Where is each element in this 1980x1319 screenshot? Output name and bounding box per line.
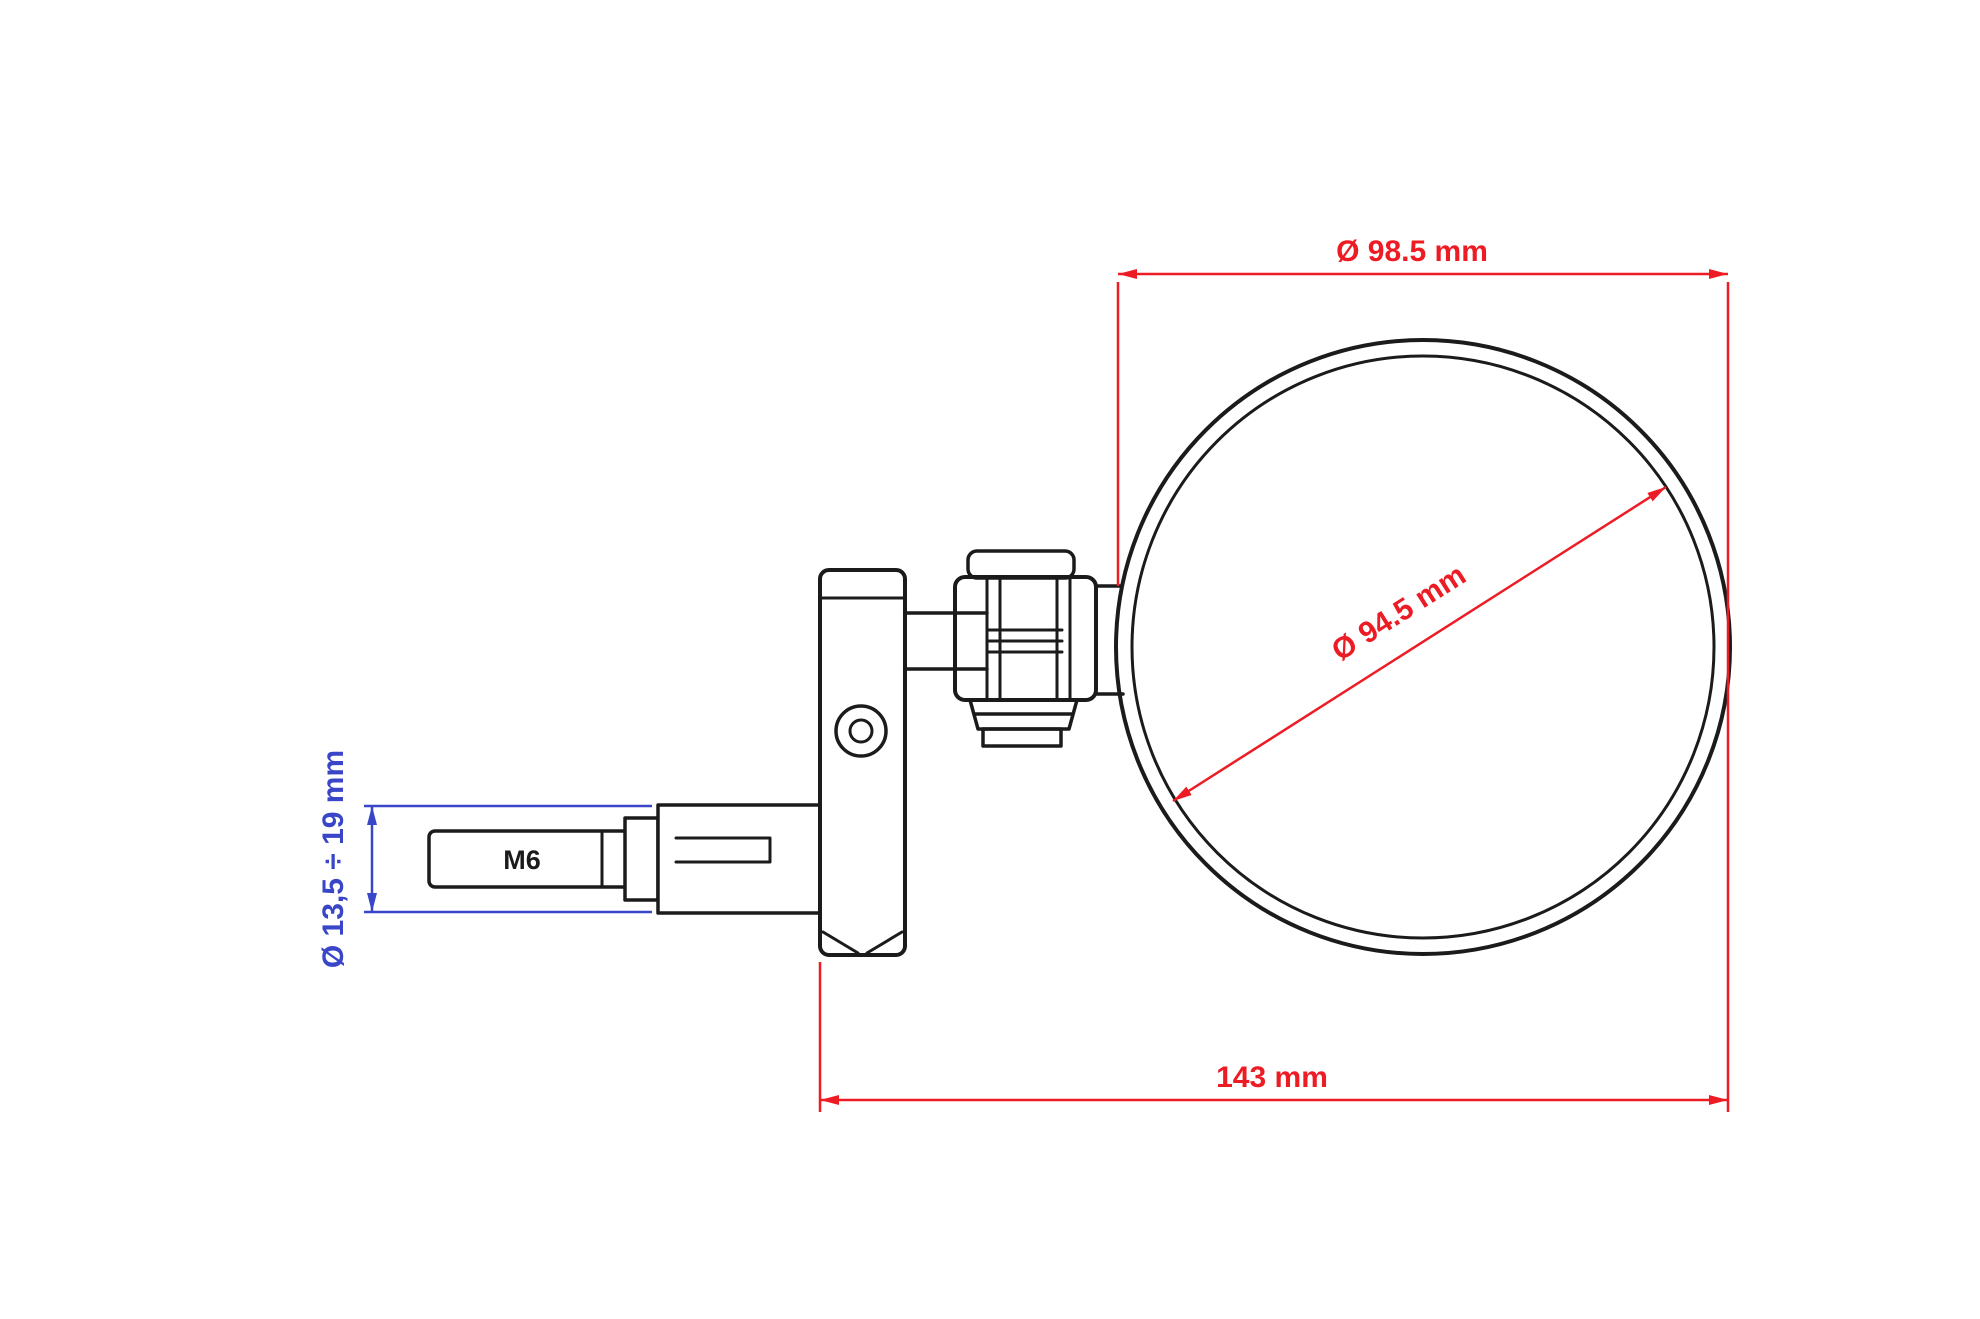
hinge-arm	[903, 611, 989, 671]
mirror-glass-circle	[1130, 354, 1716, 940]
label-mount-range: Ø 13,5 ÷ 19 mm	[317, 750, 350, 968]
hinge-top-cap	[966, 549, 1076, 580]
clamp-body	[818, 568, 907, 957]
expander-slot	[674, 836, 772, 864]
label-glass-diameter: Ø 94.5 mm	[1326, 558, 1472, 667]
label-outer-diameter: Ø 98.5 mm	[1336, 235, 1488, 268]
clamp-bottom-chamfers	[821, 930, 904, 955]
blue-dimension: Ø 13,5 ÷ 19 mm	[317, 750, 652, 968]
mirror-head	[1114, 338, 1732, 956]
stem-washer	[623, 816, 660, 902]
hinge-nut-washer	[981, 727, 1063, 748]
hinge-tongue	[985, 628, 1064, 654]
hinge-nut	[968, 698, 1079, 731]
pivot-bolt-head	[834, 704, 888, 758]
mirror-outer-circle	[1114, 338, 1732, 956]
mount-assembly	[427, 549, 1125, 957]
pivot-bolt-socket	[848, 718, 874, 744]
dim-line-glass-diameter	[1172, 485, 1667, 803]
expander-sleeve	[656, 803, 835, 915]
hinge-clevis	[953, 575, 1098, 702]
hinge-plates	[985, 575, 1072, 702]
label-overall-length: 143 mm	[1216, 1061, 1328, 1094]
thread-label: M6	[503, 845, 541, 875]
stem-rod	[427, 829, 656, 889]
